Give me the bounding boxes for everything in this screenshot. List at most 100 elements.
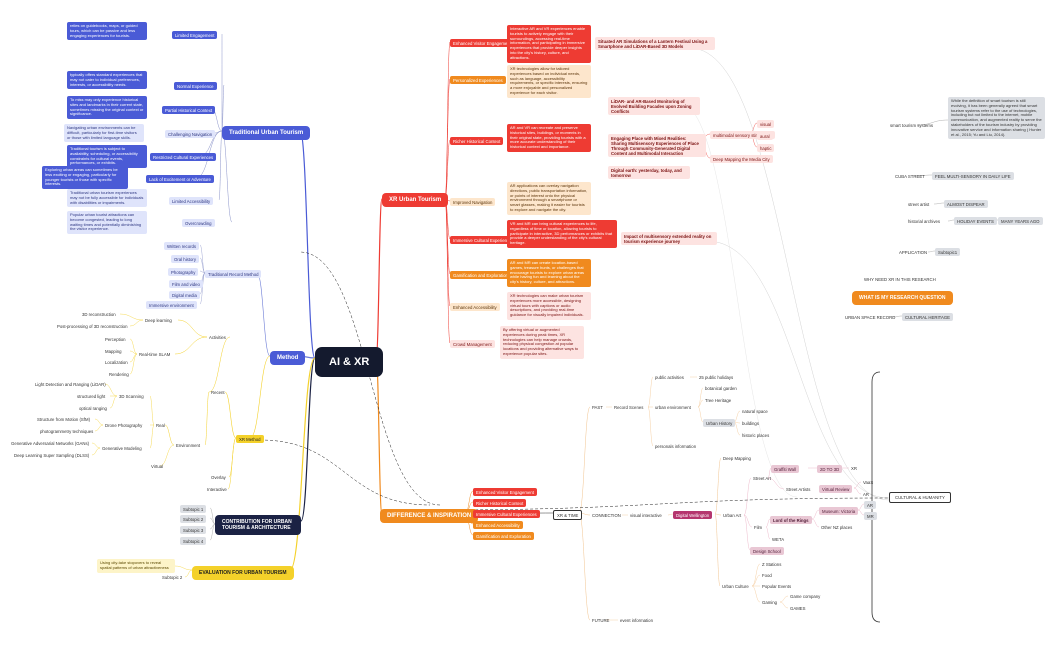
feel-multisensory-node[interactable]: FEEL MULTI-SENSORY IN DAILY LIFE	[932, 172, 1014, 180]
slam-item-3[interactable]: Rendering	[109, 372, 129, 377]
environment-node[interactable]: Environment	[176, 443, 201, 448]
record-item-0[interactable]: Written records	[164, 242, 200, 250]
street-artist-node[interactable]: street artist	[908, 202, 930, 207]
application-node[interactable]: APPLICATION	[899, 250, 928, 255]
recent-node[interactable]: Recent	[211, 390, 225, 395]
diff-immersive-cultural[interactable]: Immersive Cultural Experiences	[473, 510, 540, 518]
real-node[interactable]: Real	[156, 423, 165, 428]
trad-item-7[interactable]: Overcrowding	[182, 219, 215, 227]
contribution-subtopic-3[interactable]: Subtopic 3	[180, 526, 207, 534]
historial-archives-node[interactable]: historial archives	[908, 219, 941, 224]
2d-to-3d-node[interactable]: 2D TO 3D	[817, 465, 843, 473]
cultural-heritage-node[interactable]: CULTURAL HERITAGE	[902, 313, 954, 321]
overlay-node[interactable]: Overlay	[211, 475, 226, 480]
traditional-urban-tourism-node[interactable]: Traditional Urban Tourism	[222, 126, 311, 140]
drone-photography-node[interactable]: Drone Photography	[105, 423, 143, 428]
scan-lidar[interactable]: Light Detection and Ranging (LiDAR)	[35, 382, 106, 387]
record-scenes-node[interactable]: Record Scenes	[614, 405, 644, 410]
history-natural-space[interactable]: natural space	[742, 409, 768, 414]
museum-victoria-node[interactable]: Museum: Victoria	[819, 507, 859, 515]
culture-popular-events[interactable]: Popular Events	[762, 584, 792, 589]
future-node[interactable]: FUTURE	[592, 618, 610, 623]
sense-visual[interactable]: visual	[757, 120, 774, 128]
many-years-ago-node[interactable]: MANY YEARS AGO	[998, 217, 1043, 225]
virtual-review-node[interactable]: Virtual Review	[819, 485, 853, 493]
record-item-3[interactable]: Film and video	[169, 280, 203, 288]
contribution-node[interactable]: CONTRIBUTION FOR URBAN TOURISM & ARCHITE…	[215, 515, 301, 535]
botanical-garden-node[interactable]: botanical garden	[705, 386, 737, 391]
deep-mapping-node[interactable]: Deep Mapping	[723, 456, 751, 461]
graffiti-wall-node[interactable]: Graffiti Wall	[771, 465, 799, 473]
public-activities-node[interactable]: public activities	[655, 375, 684, 380]
multimodal-sensory-node[interactable]: multimodal sensory stimulation	[710, 131, 775, 139]
street-artists-node[interactable]: Street Artists	[786, 487, 811, 492]
scan-optical-ranging[interactable]: optical ranging	[79, 406, 107, 411]
games-node[interactable]: GAMES	[790, 606, 806, 611]
dl-3d-reconstruction[interactable]: 3D reconstruction	[82, 312, 116, 317]
public-holidays-node[interactable]: 25 public holidays	[699, 375, 734, 380]
drone-photogrammetry[interactable]: photogrammetry techniques	[40, 429, 94, 434]
activities-node[interactable]: Activities	[209, 335, 226, 340]
digital-wellington-node[interactable]: Digital Wellington	[673, 511, 713, 519]
slam-node[interactable]: Real-time SLAM	[139, 352, 171, 357]
evaluation-node[interactable]: EVALUATION FOR URBAN TOURISM	[192, 566, 294, 580]
event-info-node[interactable]: event information	[620, 618, 653, 623]
slam-item-1[interactable]: Mapping	[105, 349, 122, 354]
slam-item-2[interactable]: Localization	[105, 360, 128, 365]
connection-node[interactable]: CONNECTION	[592, 513, 621, 518]
xr-item-1[interactable]: Personalized Experiences	[450, 76, 506, 84]
lotr-node[interactable]: Lord of the Rings	[770, 516, 812, 524]
gen-gans[interactable]: Generative Adversarial Networks (GANs)	[11, 441, 90, 446]
diff-enhanced-accessibility[interactable]: Enhanced Accessibility	[473, 521, 523, 529]
xr-item-2[interactable]: Richer Historical Context	[450, 137, 504, 145]
trad-item-4[interactable]: Restricted Cultural Experiences	[150, 153, 217, 161]
dl-post-processing[interactable]: Post-processing of 3D reconstruction	[57, 324, 128, 329]
ar-node[interactable]: AR	[863, 492, 869, 497]
deep-mapping-media-city[interactable]: Deep Mapping the Media City	[710, 155, 773, 163]
xr-item-3[interactable]: Improved Navigation	[450, 198, 496, 206]
mr-ar-node[interactable]: AR	[864, 501, 876, 509]
xr-item-4[interactable]: Immersive Cultural Experiences	[450, 236, 517, 244]
gen-dlss[interactable]: Deep Learning Super Sampling (DLSS)	[14, 453, 90, 458]
cuba-street-node[interactable]: CUBA STREET	[895, 174, 925, 179]
application-subtopic-node[interactable]: Subtopic1	[935, 248, 961, 256]
urban-history-node[interactable]: Urban History	[703, 419, 736, 427]
trad-item-1[interactable]: Normal Experience	[174, 82, 217, 90]
contribution-subtopic-4[interactable]: Subtopic 4	[180, 537, 207, 545]
urban-space-record-node[interactable]: URBAN SPACE RECORD	[845, 315, 896, 320]
method-node[interactable]: Method	[270, 351, 306, 365]
xr-urban-tourism-node[interactable]: XR Urban Tourism	[382, 193, 449, 207]
trad-item-5[interactable]: Lack of Excitement or Adventure	[146, 175, 214, 183]
urban-environment-node[interactable]: urban environment	[655, 405, 691, 410]
evaluation-subtopic[interactable]: Subtopic 2	[162, 575, 183, 580]
research-question-node[interactable]: WHAT IS MY RESEARCH QUESTION	[852, 291, 953, 305]
slam-item-0[interactable]: Perception	[105, 337, 126, 342]
record-item-1[interactable]: Oral history	[171, 255, 199, 263]
deep-learning-node[interactable]: Deep learning	[145, 318, 172, 323]
record-item-2[interactable]: Photography	[168, 268, 199, 276]
urban-art-node[interactable]: Urban Art	[723, 513, 742, 518]
urban-culture-node[interactable]: Urban Culture	[722, 584, 749, 589]
diff-gamification[interactable]: Gamification and Exploration	[473, 532, 534, 540]
record-item-4[interactable]: Digital media	[169, 291, 200, 299]
paper-digital-earth[interactable]: Digital earth: yesterday, today, and tom…	[608, 166, 690, 179]
xr-item-7[interactable]: Crowd Management	[450, 340, 495, 348]
record-item-5[interactable]: Immersive environment	[146, 301, 197, 309]
paper-lantern-festival[interactable]: Situated AR Simulations of a Lantern Fes…	[595, 37, 715, 50]
other-nz-node[interactable]: Other NZ places	[821, 525, 853, 530]
interactive-node[interactable]: Interactive	[207, 487, 227, 492]
difference-inspiration-node[interactable]: DIFFERENCE & INSPIRATION	[380, 509, 479, 523]
paper-lidar-facades[interactable]: LiDAR- and AR-Based Monitoring of Evolve…	[608, 97, 700, 115]
weta-node[interactable]: WETA	[772, 537, 785, 542]
why-need-xr-node[interactable]: WHY NEED XR IN THIS RESEARCH	[864, 277, 936, 282]
virtual-node[interactable]: Virtual	[151, 464, 164, 469]
drone-sfm[interactable]: Structure from Motion (SfM)	[37, 417, 91, 422]
xr-item-5[interactable]: Gamification and Exploration	[450, 271, 511, 279]
sense-aural[interactable]: aural	[757, 132, 773, 140]
trad-item-2[interactable]: Partial Historical Context	[162, 106, 216, 114]
3d-scanning-node[interactable]: 3D Scanning	[119, 394, 144, 399]
design-school-node[interactable]: Design School	[750, 547, 784, 555]
trad-item-0[interactable]: Limited Engagement	[172, 31, 218, 39]
street-art-node[interactable]: Street Art	[753, 476, 771, 481]
culture-food[interactable]: Food	[762, 573, 772, 578]
